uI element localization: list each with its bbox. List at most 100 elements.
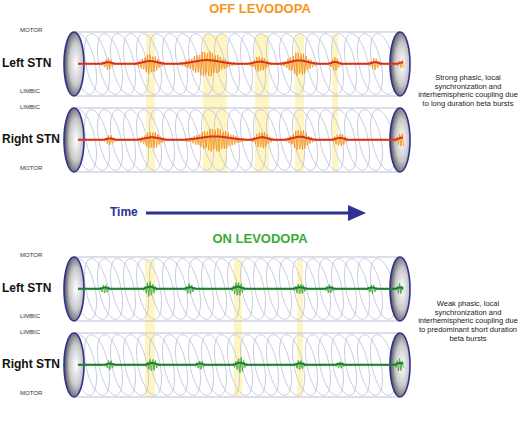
- cylinder-ring: [93, 332, 127, 397]
- time-arrow-head: [348, 205, 366, 221]
- stn-cylinder: Right STN: [62, 331, 412, 399]
- cylinder-cap: [64, 257, 84, 321]
- condition-heading: OFF LEVODOPA: [160, 2, 360, 17]
- cylinder-ring: [106, 31, 140, 96]
- cylinder-ring: [80, 31, 114, 96]
- cylinder-ring: [132, 107, 166, 172]
- region-label: LIMBIC: [20, 313, 60, 320]
- cylinder-ring: [93, 31, 127, 96]
- cylinder-ring: [262, 256, 296, 321]
- cylinder-ring: [236, 256, 270, 321]
- cylinder-ring: [145, 256, 179, 321]
- cylinder-ring: [249, 31, 283, 96]
- cylinder-ring: [171, 31, 205, 96]
- cylinder-ring: [249, 107, 283, 172]
- cylinder-ring: [210, 31, 244, 96]
- hemisphere-label: Right STN: [2, 357, 60, 371]
- cylinder-ring: [171, 256, 205, 321]
- cylinder-ring: [301, 256, 335, 321]
- cylinder-ring: [327, 332, 361, 397]
- cylinder-ring: [340, 332, 374, 397]
- cylinder-ring: [80, 107, 114, 172]
- cylinder-ring: [314, 332, 348, 397]
- cylinder-outline: [62, 106, 412, 174]
- cylinder-ring: [314, 31, 348, 96]
- coupling-band: [297, 259, 303, 397]
- cylinder-edge: [74, 32, 400, 33]
- cylinder-ring: [353, 107, 387, 172]
- cylinder-cap: [390, 32, 410, 96]
- region-label: LIMBIC: [20, 104, 60, 111]
- description-note: Weak phasic, local synchronization and i…: [416, 300, 520, 343]
- cylinder-outline: [62, 331, 412, 399]
- cylinder-ring: [275, 332, 309, 397]
- cylinder-edge: [74, 108, 400, 109]
- cylinder-edge: [74, 397, 400, 398]
- cylinder-ring: [288, 256, 322, 321]
- stn-cylinder: Left STN: [62, 30, 412, 98]
- cylinder-ring: [119, 31, 153, 96]
- cylinder-ring: [145, 31, 179, 96]
- cylinder-edge: [74, 321, 400, 322]
- cylinder-ring: [158, 332, 192, 397]
- condition-heading: ON LEVODOPA: [160, 232, 360, 247]
- cylinder-ring: [288, 107, 322, 172]
- cylinder-ring: [80, 332, 114, 397]
- cylinder-ring: [197, 107, 231, 172]
- cylinder-cap: [390, 257, 410, 321]
- cylinder-ring: [210, 256, 244, 321]
- cylinder-ring: [132, 332, 166, 397]
- cylinder-ring: [340, 107, 374, 172]
- region-label: MOTOR: [20, 252, 60, 259]
- cylinder-ring: [171, 107, 205, 172]
- time-arrow-shaft: [146, 212, 350, 215]
- cylinder-ring: [223, 332, 257, 397]
- cylinder-ring: [353, 332, 387, 397]
- description-note: Strong phasic, local synchronization and…: [416, 74, 520, 109]
- cylinder-ring: [262, 31, 296, 96]
- cylinder-ring: [132, 256, 166, 321]
- cylinder-cap: [390, 108, 410, 172]
- hemisphere-label: Left STN: [2, 56, 60, 70]
- cylinder-ring: [236, 332, 270, 397]
- cylinder-ring: [236, 31, 270, 96]
- cylinder-edge: [74, 172, 400, 173]
- stn-cylinder: Right STN: [62, 106, 412, 174]
- axis-label: Time: [110, 206, 144, 220]
- cylinder-ring: [119, 332, 153, 397]
- cylinder-ring: [197, 256, 231, 321]
- hemisphere-label: Left STN: [2, 281, 60, 295]
- cylinder-ring: [145, 332, 179, 397]
- region-label: MOTOR: [20, 165, 60, 172]
- cylinder-ring: [119, 256, 153, 321]
- cylinder-ring: [301, 31, 335, 96]
- cylinder-ring: [106, 107, 140, 172]
- cylinder-ring: [275, 31, 309, 96]
- cylinder-edge: [74, 333, 400, 334]
- coupling-band: [332, 34, 338, 172]
- cylinder-ring: [158, 107, 192, 172]
- stn-cylinder: Left STN: [62, 255, 412, 323]
- cylinder-cap: [390, 333, 410, 397]
- cylinder-ring: [93, 256, 127, 321]
- cylinder-outline: [62, 30, 412, 98]
- cylinder-ring: [327, 256, 361, 321]
- region-label: MOTOR: [20, 27, 60, 34]
- region-label: LIMBIC: [20, 88, 60, 95]
- cylinder-ring: [288, 332, 322, 397]
- cylinder-ring: [145, 107, 179, 172]
- cylinder-ring: [275, 107, 309, 172]
- cylinder-ring: [106, 332, 140, 397]
- cylinder-ring: [301, 107, 335, 172]
- cylinder-ring: [249, 332, 283, 397]
- cylinder-ring: [184, 256, 218, 321]
- cylinder-ring: [158, 31, 192, 96]
- cylinder-ring: [210, 107, 244, 172]
- cylinder-ring: [314, 256, 348, 321]
- cylinder-cap: [64, 32, 84, 96]
- cylinder-edge: [74, 96, 400, 97]
- cylinder-edge: [74, 257, 400, 258]
- cylinder-ring: [106, 256, 140, 321]
- cylinder-ring: [353, 31, 387, 96]
